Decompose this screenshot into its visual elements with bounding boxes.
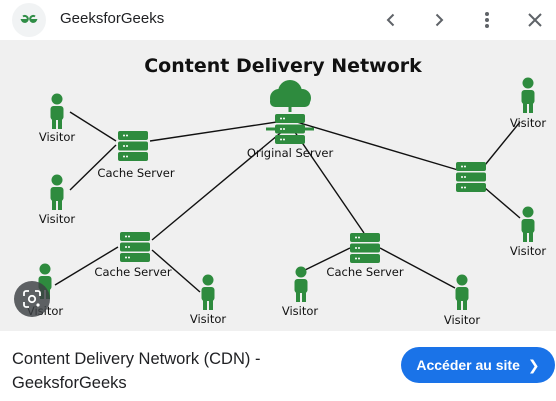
top-bar: GeeksforGeeks [0, 0, 556, 40]
cache-server-label: Cache Server [94, 265, 171, 279]
image-preview[interactable]: Content Delivery Network Original Server… [0, 40, 556, 331]
origin-server-icon [266, 80, 314, 144]
close-icon[interactable] [521, 6, 549, 34]
visitor-icon [521, 77, 535, 113]
chevron-right-icon[interactable] [425, 6, 453, 34]
chevron-left-icon[interactable] [377, 6, 405, 34]
visitor-label: Visitor [510, 116, 547, 130]
more-vert-icon[interactable] [473, 6, 501, 34]
cdn-diagram: Content Delivery Network Original Server… [27, 55, 547, 327]
visitor-icon [294, 266, 308, 302]
visitor-icon [201, 274, 215, 310]
visitor-icon [50, 174, 64, 210]
diagram-title: Content Delivery Network [144, 55, 422, 77]
site-name: GeeksforGeeks [60, 10, 165, 27]
visitor-label: Visitor [39, 130, 76, 144]
visitor-icon [521, 206, 535, 242]
visitor-icon [50, 93, 64, 129]
visitor-label: Visitor [190, 312, 227, 326]
chevron-right-icon: ❯ [527, 356, 540, 373]
cache-server-icon [350, 233, 380, 263]
result-title[interactable]: Content Delivery Network (CDN) - Geeksfo… [12, 350, 261, 392]
visitor-label: Visitor [510, 244, 547, 258]
cache-server-label: Cache Server [326, 265, 403, 279]
visit-site-label: Accéder au site [416, 357, 520, 373]
cache-server-label: Cache Server [97, 166, 174, 180]
cache-server-icon [456, 162, 486, 192]
cache-server-icon [120, 232, 150, 262]
visitor-label: Visitor [444, 313, 481, 327]
visitor-label: Visitor [282, 304, 319, 318]
visitor-icon [455, 274, 469, 310]
visitor-label: Visitor [39, 212, 76, 226]
visit-site-button[interactable]: Accéder au site ❯ [401, 347, 555, 383]
cache-server-icon [118, 131, 148, 161]
origin-server-label: Original Server [247, 146, 334, 160]
lens-icon[interactable] [14, 281, 50, 317]
gfg-logo-icon [12, 3, 46, 37]
